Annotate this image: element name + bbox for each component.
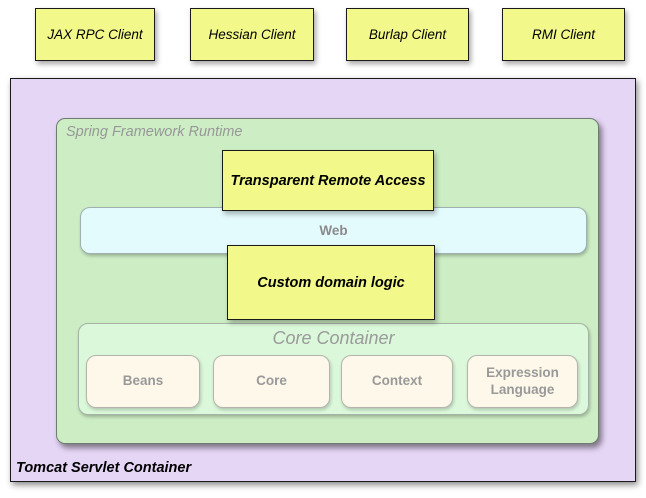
module-beans: Beans xyxy=(86,355,200,408)
module-label: Context xyxy=(371,373,423,389)
client-box-hessian: Hessian Client xyxy=(190,8,314,61)
spring-framework-runtime: Spring Framework Runtime Web Transparent… xyxy=(56,118,599,444)
transparent-remote-access-label: Transparent Remote Access xyxy=(230,172,426,189)
module-label: Expression Language xyxy=(486,364,559,397)
client-label: JAX RPC Client xyxy=(47,27,143,42)
module-label: Beans xyxy=(122,373,164,389)
client-box-rmi: RMI Client xyxy=(502,8,625,61)
transparent-remote-access-box: Transparent Remote Access xyxy=(222,150,434,211)
client-label: RMI Client xyxy=(531,27,595,42)
client-box-burlap: Burlap Client xyxy=(346,8,469,61)
runtime-label: Spring Framework Runtime xyxy=(66,124,243,140)
custom-domain-logic-box: Custom domain logic xyxy=(227,245,435,320)
web-label: Web xyxy=(319,223,348,238)
tomcat-label: Tomcat Servlet Container xyxy=(16,460,192,476)
client-box-jax-rpc: JAX RPC Client xyxy=(35,8,155,61)
core-container-label: Core Container xyxy=(272,328,395,348)
client-label: Burlap Client xyxy=(368,27,447,42)
module-expression-language: Expression Language xyxy=(467,355,578,408)
core-container: Core Container Beans Core Context Expres… xyxy=(78,323,589,415)
custom-domain-logic-label: Custom domain logic xyxy=(257,274,405,291)
client-label: Hessian Client xyxy=(208,27,296,42)
tomcat-servlet-container: Spring Framework Runtime Web Transparent… xyxy=(10,78,636,482)
module-label: Core xyxy=(256,373,287,389)
module-core: Core xyxy=(213,355,330,408)
module-context: Context xyxy=(341,355,453,408)
